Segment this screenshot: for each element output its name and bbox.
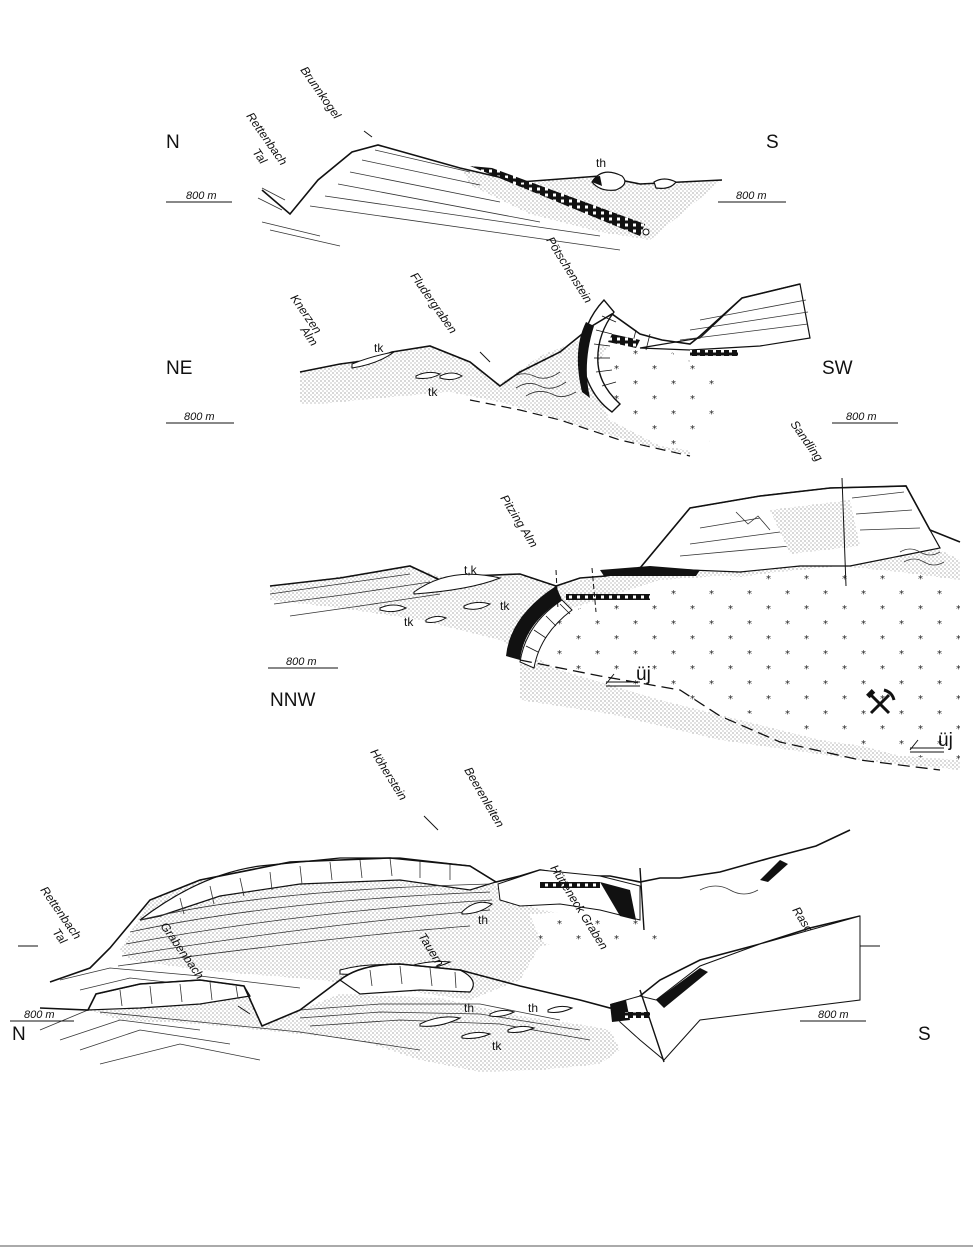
section-5-scale-left: 800 m	[24, 1009, 55, 1021]
section-2-scale-right: 800 m	[846, 411, 877, 423]
section-4-place-hoeherstein: Höherstein	[367, 746, 410, 803]
section-1-direction-right: S	[766, 132, 779, 153]
section-2-scale-left: 800 m	[184, 411, 215, 423]
section-3-scale-left: 800 m	[286, 656, 317, 668]
section-5-symbol-tk: tk	[492, 1039, 502, 1053]
section-4-black-band-right	[760, 860, 788, 882]
section-1-direction-left: N	[166, 132, 180, 153]
section-2-direction-right: SW	[822, 358, 853, 379]
section-1: N S 800 m 800 m Brunnkogel Rettenbach Ta…	[166, 64, 786, 250]
section-2-place-fludergraben-tick	[480, 352, 490, 362]
section-5-symbol-th-2: th	[528, 1001, 538, 1015]
section-4-wavy-right	[700, 886, 758, 894]
section-1-marker	[643, 229, 649, 235]
section-5-scale-right: 800 m	[818, 1009, 849, 1021]
section-3-symbol-tk-2: tk	[500, 599, 510, 613]
section-3: NNW 800 m Pitzing Alm Sandling t,k tk tk…	[268, 418, 960, 770]
section-3-place-pitzing: Pitzing Alm	[497, 492, 540, 550]
section-1-scale-left: 800 m	[186, 190, 217, 202]
section-2-symbol-tk-2: tk	[428, 385, 438, 399]
section-4-place-beerenleiten: Beerenleiten	[461, 765, 507, 831]
section-4-symbol-th: th	[478, 913, 488, 927]
section-1-place-brunnkogel-tick	[364, 131, 372, 137]
section-5-brick-band	[620, 1012, 650, 1018]
section-3-brick-band	[566, 594, 650, 600]
section-3-symbol-tk-1: tk	[404, 615, 414, 629]
section-1-place-brunnkogel: Brunnkogel	[298, 64, 344, 122]
section-1-scale-right: 800 m	[736, 190, 767, 202]
section-2-place-fludergraben: Fludergraben	[408, 270, 461, 337]
section-4-place-hoeherstein-tick	[424, 816, 438, 830]
section-2-symbol-tk-1: tk	[374, 341, 384, 355]
section-3-symbol-tk-top: t,k	[464, 563, 478, 577]
section-1-symbol-th: th	[596, 156, 606, 170]
section-5-direction-left: N	[12, 1024, 26, 1045]
section-2: NE SW 800 m 800 m Knerzen Alm Fludergrab…	[166, 234, 898, 456]
section-3-place-sandling: Sandling	[788, 418, 826, 465]
section-5-direction-right: S	[918, 1024, 931, 1045]
section-5-symbol-th-1: th	[464, 1001, 474, 1015]
section-2-brick-band	[690, 350, 738, 356]
section-3-direction-left: NNW	[270, 690, 315, 711]
section-2-direction-left: NE	[166, 358, 192, 379]
section-2-place-poetschenstein: Pötschenstein	[543, 234, 595, 306]
